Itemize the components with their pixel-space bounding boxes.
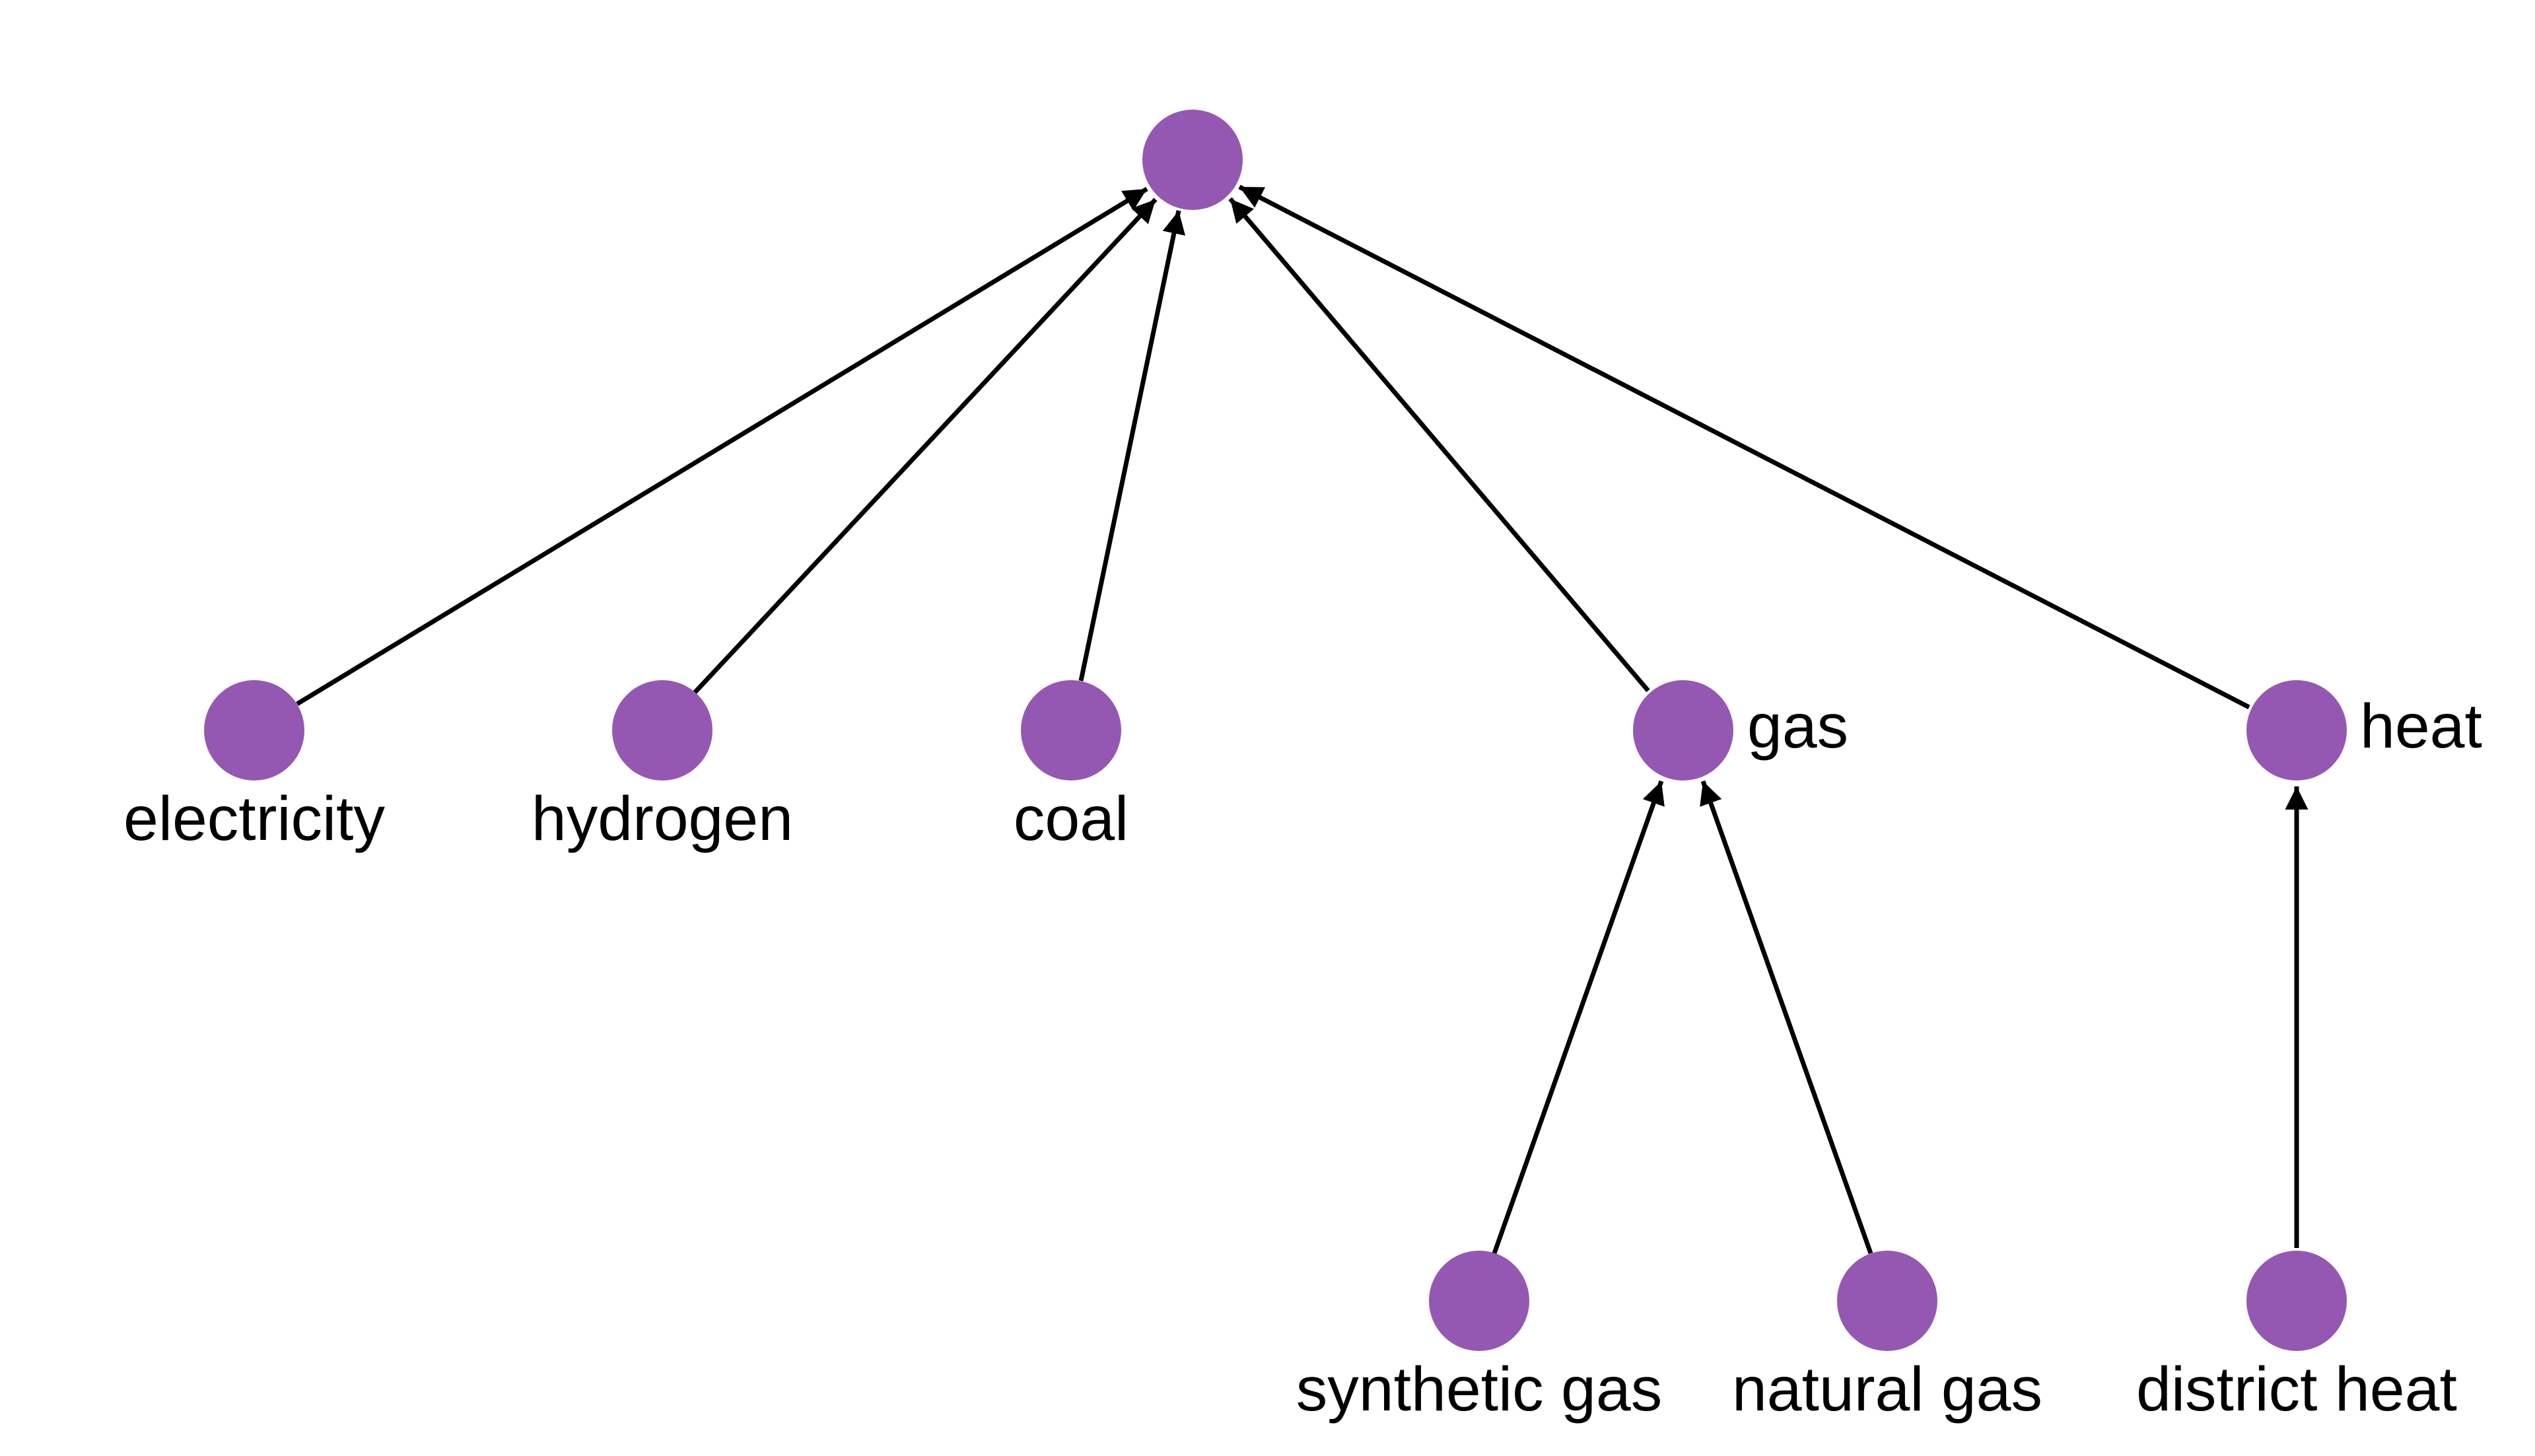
node-synthetic-gas-label: synthetic gas	[1296, 1354, 1662, 1424]
node-district-heat: district heat	[2136, 1251, 2457, 1424]
node-natural-gas: natural gas	[1732, 1251, 2042, 1424]
node-gas: gas	[1633, 680, 1848, 780]
edge-hydrogen-to-root	[692, 197, 1158, 695]
node-hydrogen-label: hydrogen	[532, 784, 793, 854]
node-root-circle	[1142, 110, 1243, 210]
node-coal-circle	[1021, 680, 1121, 780]
node-electricity: electricity	[123, 680, 385, 854]
edge-heat-to-root	[1238, 184, 2250, 710]
node-gas-label: gas	[1747, 691, 1848, 761]
node-district-heat-circle	[2246, 1251, 2347, 1351]
node-synthetic-gas: synthetic gas	[1296, 1251, 1662, 1424]
node-gas-circle	[1633, 680, 1733, 780]
edge-synthetic-gas-to-gas	[1492, 780, 1665, 1255]
edge-coal-to-root	[1078, 210, 1186, 681]
node-root	[1142, 110, 1243, 210]
node-natural-gas-circle	[1837, 1251, 1937, 1351]
node-hydrogen: hydrogen	[532, 680, 793, 854]
node-synthetic-gas-circle	[1429, 1251, 1529, 1351]
node-natural-gas-label: natural gas	[1732, 1354, 2042, 1424]
node-coal: coal	[1014, 680, 1129, 854]
node-hydrogen-circle	[612, 680, 712, 780]
node-heat: heat	[2246, 680, 2482, 780]
node-coal-label: coal	[1014, 784, 1129, 854]
node-electricity-label: electricity	[123, 784, 385, 854]
edge-gas-to-root	[1228, 197, 1650, 693]
node-heat-label: heat	[2360, 691, 2482, 761]
node-electricity-circle	[204, 680, 304, 780]
node-district-heat-label: district heat	[2136, 1354, 2457, 1424]
edge-natural-gas-to-gas	[1700, 780, 1873, 1255]
edge-electricity-to-root	[296, 187, 1148, 706]
node-heat-circle	[2246, 680, 2347, 780]
